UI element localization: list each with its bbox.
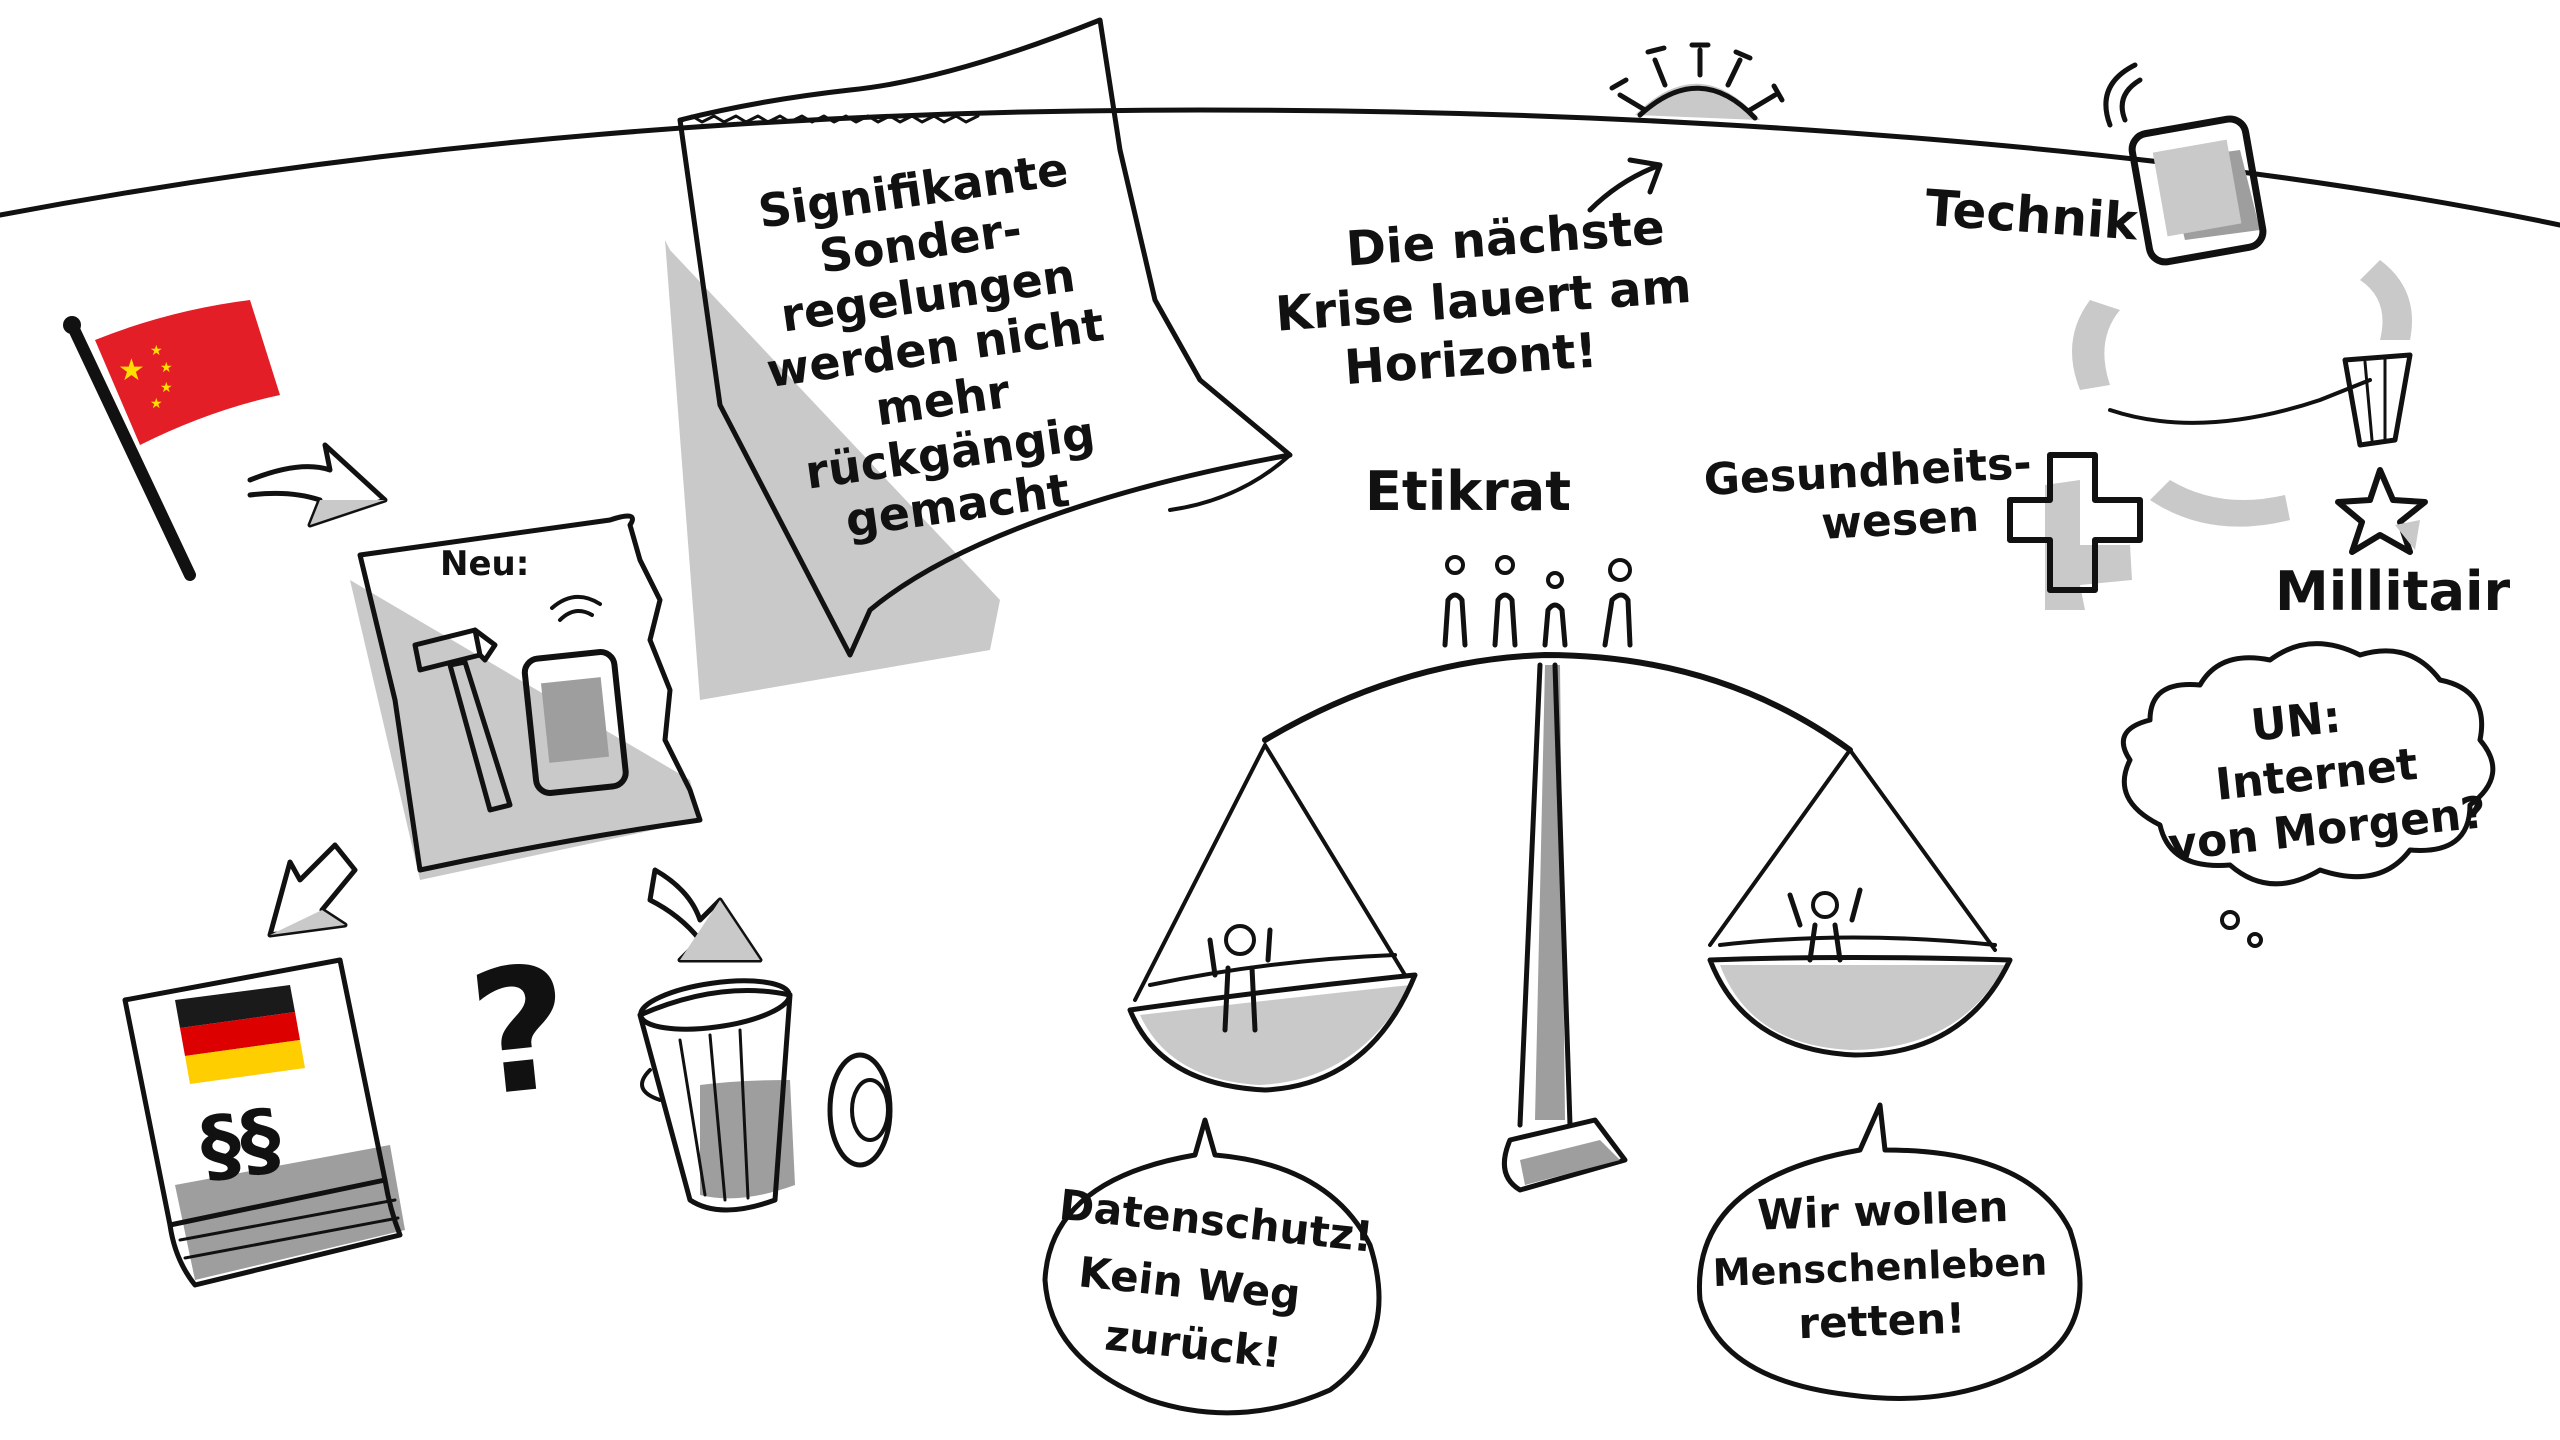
german-flag-red xyxy=(180,1012,300,1056)
medal-icon xyxy=(2335,352,2428,555)
bubble-left-line-2: Kein Weg xyxy=(1076,1247,1302,1319)
label-etikrat: Etikrat xyxy=(1365,460,1571,523)
person-icon xyxy=(1492,555,1518,648)
label-gesundheitswesen: Gesundheits- wesen xyxy=(1703,438,2033,550)
china-flag-star-3: ★ xyxy=(160,380,173,396)
bubble-right-line-3: retten! xyxy=(1798,1293,1967,1348)
scale-pan-left xyxy=(1127,743,1418,1093)
medical-cross-icon xyxy=(2007,452,2143,610)
person-icon xyxy=(1602,558,1633,648)
arrow-to-horizon xyxy=(1587,157,1663,213)
german-flag-black xyxy=(175,985,295,1028)
german-flag-gold xyxy=(185,1040,305,1084)
arrow-to-trash-can xyxy=(647,867,763,963)
balance-scale xyxy=(1127,652,2013,1193)
speech-bubble-left: Datenschutz! Kein Weg zurück! xyxy=(1042,1117,1382,1416)
un-thought-cloud: UN: Internet von Morgen? xyxy=(2120,641,2496,948)
note-paper: Signifikante Sonder- regelungen werden n… xyxy=(665,17,1293,700)
label-gesundheit-2: wesen xyxy=(1820,491,1980,550)
person-icon xyxy=(1442,555,1468,648)
tablet-icon xyxy=(2103,62,2267,266)
smartphone-icon xyxy=(521,595,629,796)
arrow-flag-to-new-icon xyxy=(247,442,388,528)
scale-pan-right xyxy=(1707,748,2013,1058)
virus-icon xyxy=(1609,42,1785,121)
china-flag-star-big: ★ xyxy=(118,353,145,388)
ethics-council-people xyxy=(1442,555,1633,648)
person-icon xyxy=(1542,571,1568,648)
cycle-arrows xyxy=(2072,260,2412,527)
arrow-to-law-book xyxy=(267,842,358,938)
un-cloud-line-1: UN: xyxy=(2248,692,2343,752)
law-book-paragraph-symbol: §§ xyxy=(194,1091,286,1194)
hammer-icon xyxy=(412,627,513,813)
china-flag-star-4: ★ xyxy=(150,396,163,412)
bubble-left-line-3: zurück! xyxy=(1103,1310,1284,1377)
german-law-book: §§ xyxy=(122,957,405,1288)
new-card: Neu: xyxy=(350,513,703,880)
china-flag: ★ ★ ★ ★ ★ xyxy=(63,300,280,581)
new-card-label: Neu: xyxy=(440,544,529,584)
un-cloud-line-3: von Morgen? xyxy=(2166,787,2489,871)
crisis-note: Die nächste Krise lauert am Horizont! xyxy=(1274,200,1693,397)
china-flag-star-2: ★ xyxy=(160,360,173,376)
label-militair: Millitair xyxy=(2275,560,2511,623)
bubble-right-line-2: Menschenleben xyxy=(1712,1240,2048,1296)
person-icon xyxy=(1787,887,1863,963)
label-technik: Technik xyxy=(1923,179,2141,252)
bubble-right-line-1: Wir wollen xyxy=(1757,1182,2009,1240)
china-flag-cloth xyxy=(95,300,280,445)
scale-beam xyxy=(1262,652,1853,753)
trash-can-icon xyxy=(637,978,893,1213)
speech-bubble-right: Wir wollen Menschenleben retten! xyxy=(1696,1102,2083,1401)
china-flag-star-1: ★ xyxy=(150,343,163,359)
person-icon xyxy=(1207,924,1273,1033)
question-mark: ? xyxy=(461,928,580,1135)
